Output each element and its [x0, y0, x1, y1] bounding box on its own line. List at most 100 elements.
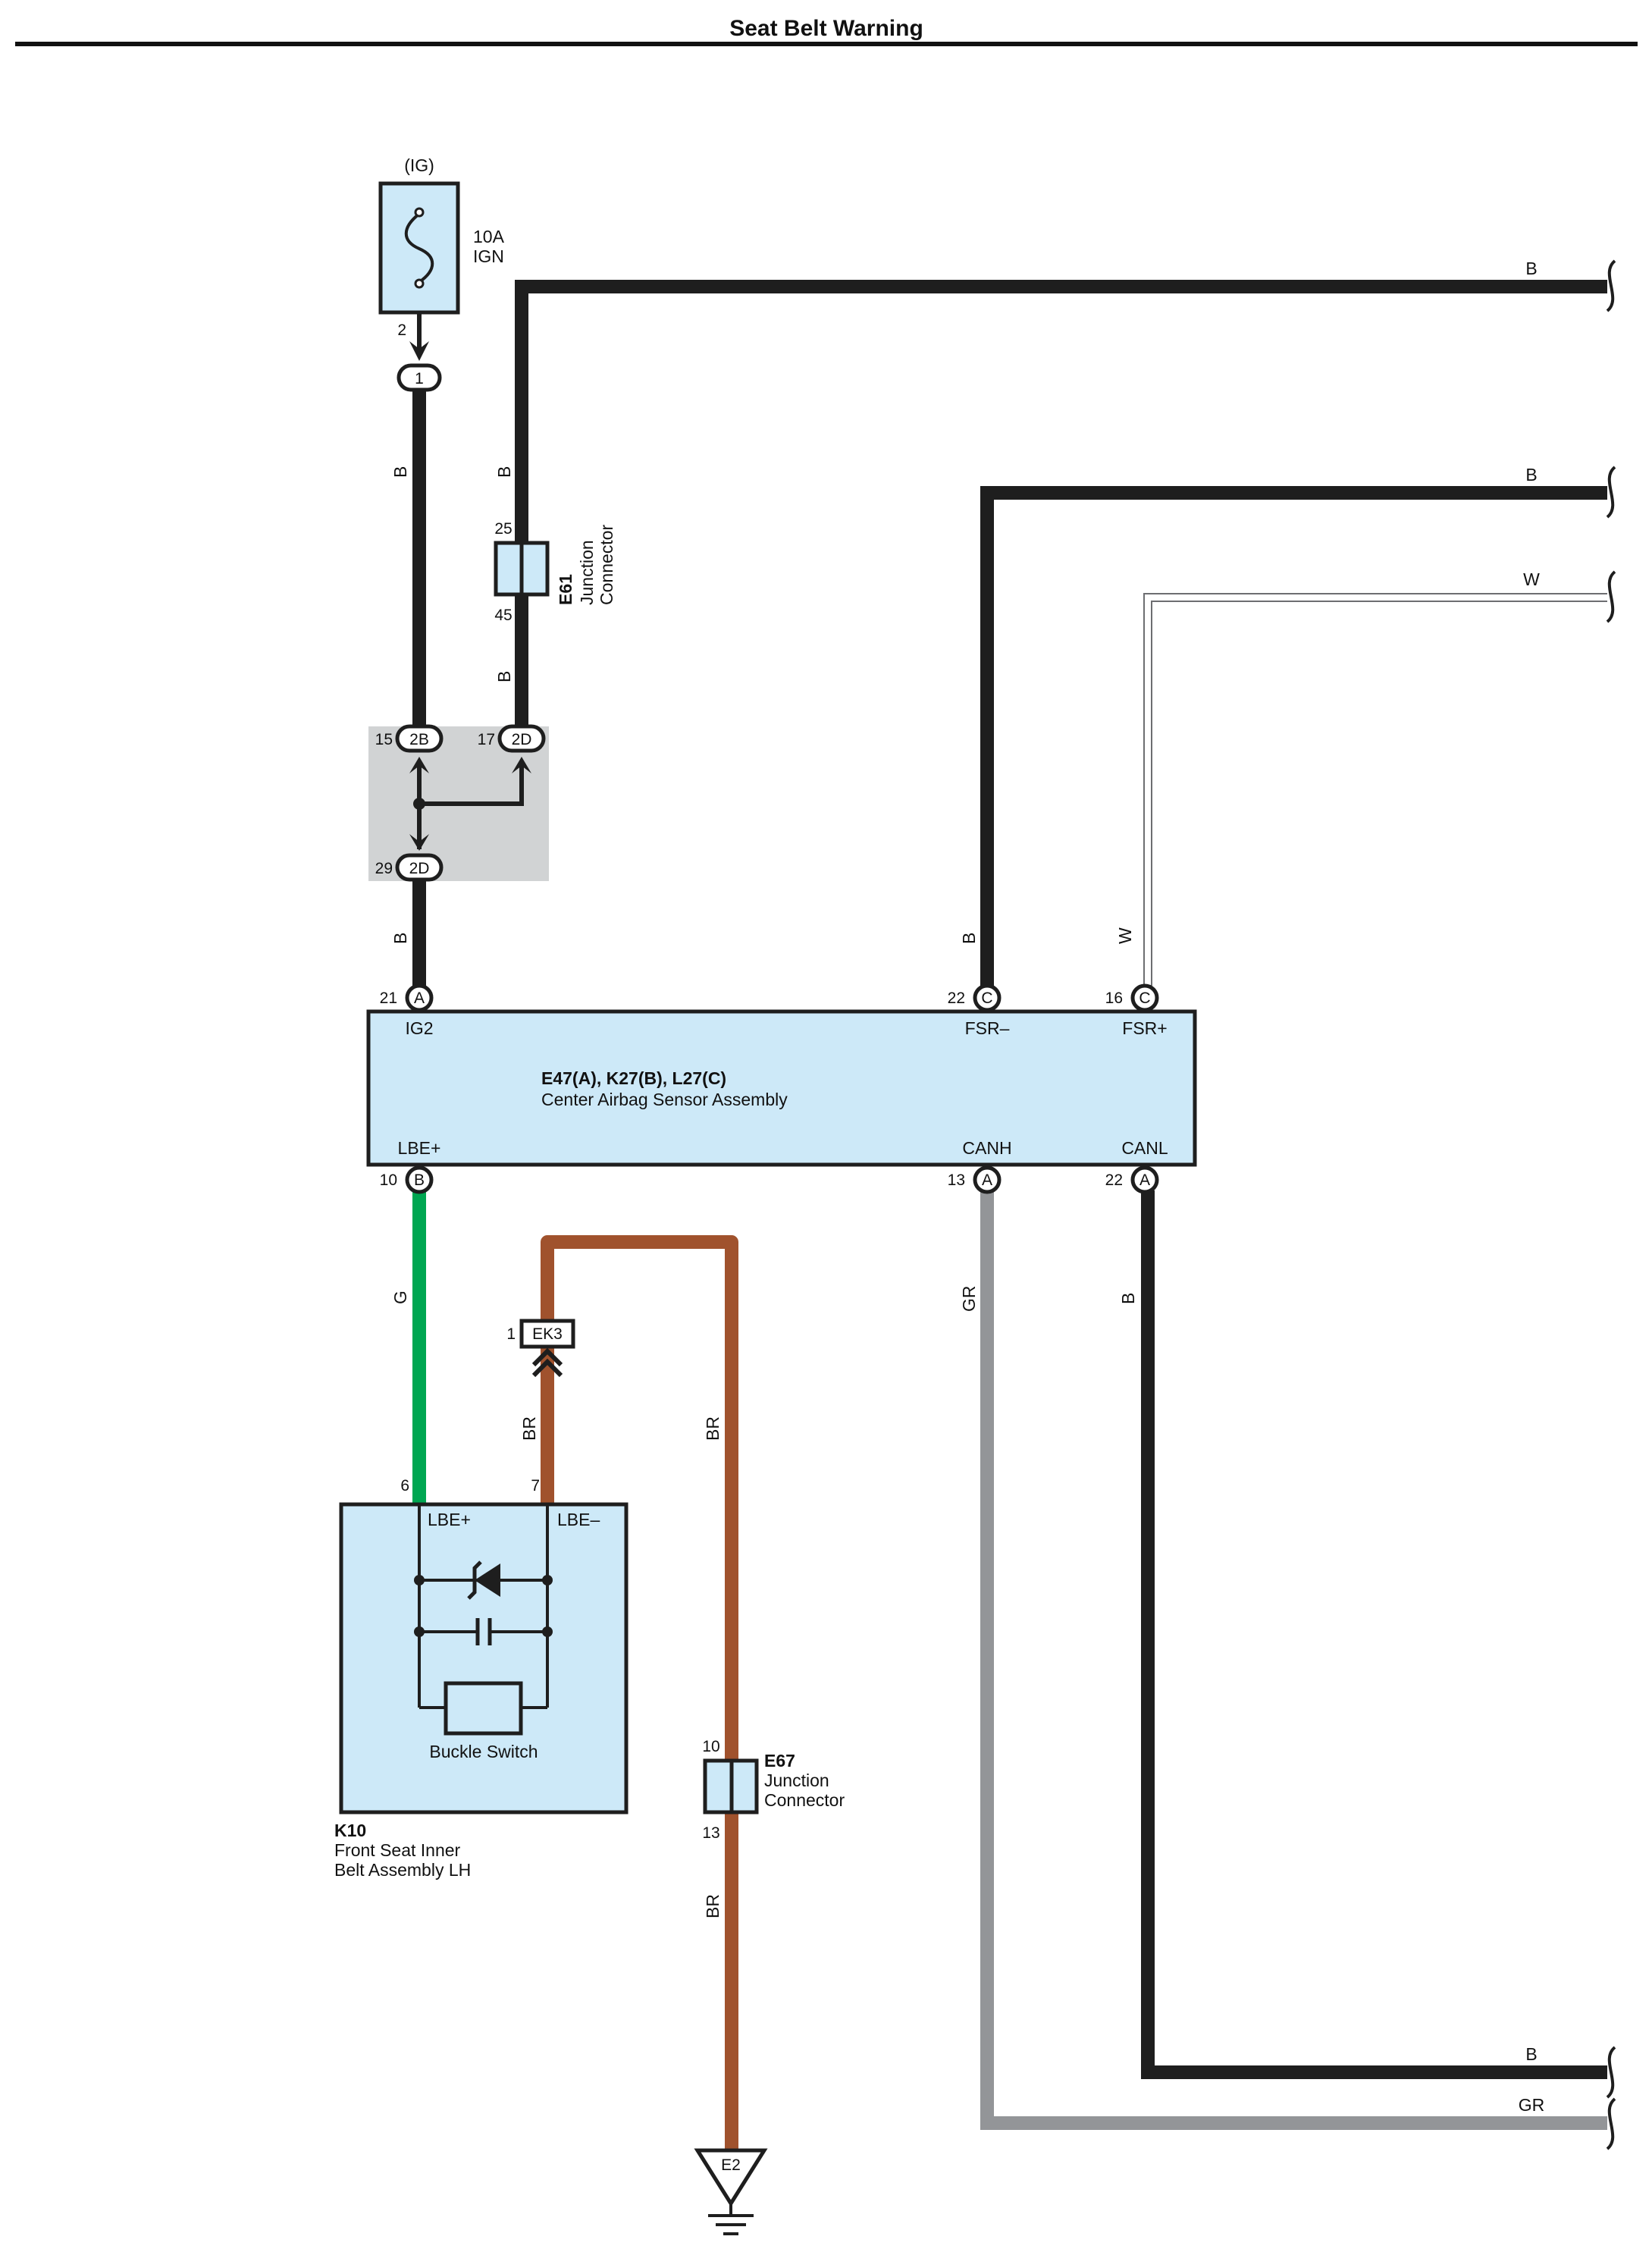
pin-canl-num: 22	[1105, 1171, 1123, 1189]
e61-pin-top: 25	[494, 520, 512, 538]
ek3-chevron-lower-icon	[531, 1358, 563, 1378]
e61-pin-bottom: 45	[494, 607, 512, 624]
break-mark-canl	[1606, 2046, 1616, 2099]
break-mark-fsr-minus	[1606, 466, 1616, 519]
splice-connector-2d-top	[497, 724, 546, 753]
splice-arrow-down-icon	[409, 834, 429, 851]
pin-canh-label: CANH	[962, 1138, 1011, 1158]
break-mark-fsr-plus	[1606, 570, 1616, 623]
splice-bus-right	[419, 766, 524, 806]
fuse-name: IGN	[473, 246, 504, 266]
zener-bar	[467, 1560, 482, 1600]
splice-arrow-right-up-icon	[512, 757, 531, 773]
e61-line2: Connector	[597, 525, 616, 605]
fuse-arrow-icon	[409, 341, 429, 361]
pin-fsr-plus-conn: C	[1139, 990, 1150, 1007]
wire-canl	[1141, 1190, 1607, 2079]
pin-ig2-num: 21	[380, 990, 397, 1007]
ek3-box	[519, 1319, 575, 1349]
pin-ig2-label: IG2	[405, 1018, 433, 1038]
pin-lbe-plus-circle	[405, 1165, 434, 1194]
junction-e61: 25 45 E61 Junction Connector	[494, 520, 616, 624]
wire-label-canl-b: B	[1118, 1293, 1138, 1304]
pin-canh-conn: A	[982, 1171, 992, 1189]
wire-fsr-minus	[980, 486, 1607, 986]
wire-label-fsr-plus-w: W	[1115, 927, 1135, 944]
buckle-switch-label: Buckle Switch	[429, 1742, 538, 1761]
airbag-name: Center Airbag Sensor Assembly	[541, 1090, 788, 1109]
airbag-ids: E47(A), K27(B), L27(C)	[541, 1068, 726, 1088]
wire-fsr-plus	[1143, 593, 1607, 986]
ek3-pin: 1	[506, 1325, 516, 1343]
e67-pin-top: 10	[702, 1738, 719, 1755]
fuse-supply-label: (IG)	[404, 155, 434, 175]
wire-label-canh-gr: GR	[959, 1286, 979, 1313]
e67-line2: Connector	[764, 1790, 845, 1810]
k10-term-right: LBE–	[557, 1510, 600, 1529]
wire-label-loop-br: BR	[703, 1416, 723, 1441]
pin-canl-conn: A	[1139, 1171, 1150, 1189]
fuse-connector	[397, 363, 442, 392]
pin-fsr-minus-num: 22	[948, 990, 965, 1007]
wire-canh	[980, 1190, 1607, 2130]
k10-pin-right: 7	[531, 1477, 540, 1495]
wire-label-ek3-br: BR	[519, 1416, 539, 1441]
e67-id: E67	[764, 1751, 795, 1771]
wire-label-canh-right-gr: GR	[1519, 2095, 1545, 2115]
ek3-chevron-upper-icon	[531, 1347, 563, 1367]
splice-block: 2B 15 2D 17 2D 29	[368, 724, 549, 882]
buckle-switch-icon	[444, 1681, 523, 1736]
wire-end-breaks	[1606, 259, 1616, 2150]
ground-id: E2	[721, 2156, 741, 2174]
pin-canl: A 22 CANL	[1105, 1138, 1168, 1194]
ground-triangle-icon	[694, 2148, 768, 2207]
pin-fsr-minus: C 22 FSR–	[948, 983, 1010, 1038]
pin-canh-num: 13	[948, 1171, 965, 1189]
pin-fsr-plus-label: FSR+	[1122, 1018, 1167, 1038]
pin-canh: A 13 CANH	[948, 1138, 1012, 1194]
splice-arrow-left-up-icon	[409, 757, 429, 773]
wire-color-labels: B B B B B W G BR BR BR GR B B B W B GR	[390, 259, 1544, 2115]
e61-line1: Junction	[577, 540, 597, 605]
wire-label-e61-bottom-b: B	[494, 671, 514, 682]
ground-e2: E2	[694, 2148, 768, 2235]
fuse-connector-label: 1	[415, 370, 424, 387]
splice-connector-2b	[395, 724, 444, 753]
pin-fsr-minus-circle	[973, 983, 1002, 1012]
pin-fsr-plus-num: 16	[1105, 990, 1123, 1007]
wire-label-fsr-minus-right-b: B	[1525, 465, 1537, 485]
pin-lbe-plus-label: LBE+	[398, 1138, 441, 1158]
wire-label-ig2-b: B	[390, 933, 410, 944]
splice-connector-2d-bottom	[395, 853, 444, 882]
pin-fsr-minus-label: FSR–	[965, 1018, 1010, 1038]
wire-top-b	[515, 280, 1607, 728]
fuse-terminal-bottom	[414, 278, 425, 289]
fuse-element-icon	[404, 212, 434, 284]
pin-fsr-plus-circle	[1130, 983, 1159, 1012]
e67-pin-bottom: 13	[702, 1824, 719, 1842]
fuse-terminal-top	[414, 207, 425, 218]
k10-pin-left: 6	[400, 1477, 409, 1495]
pin-lbe-plus-num: 10	[380, 1171, 397, 1189]
splice-conn-2d-top-label: 2D	[512, 731, 532, 748]
wire-label-fuse-b: B	[390, 466, 410, 478]
wire-br-loop	[541, 1235, 738, 2153]
pin-lbe-plus: B 10 LBE+	[380, 1138, 441, 1194]
fuse-pin: 2	[397, 321, 406, 339]
e67-line1: Junction	[764, 1771, 829, 1790]
connector-ek3: EK3 1	[506, 1319, 575, 1378]
pin-ig2: A 21 IG2	[380, 983, 434, 1038]
pin-ig2-circle	[405, 983, 434, 1012]
wire-fsr-plus-core	[1145, 594, 1607, 986]
splice-conn-2b-label: 2B	[409, 731, 429, 748]
splice-pin-15: 15	[375, 731, 393, 748]
pin-lbe-plus-conn: B	[414, 1171, 425, 1189]
ek3-id: EK3	[532, 1325, 563, 1343]
splice-conn-2d-bottom-label: 2D	[409, 860, 430, 877]
k10-id: K10	[334, 1821, 366, 1840]
splice-pin-29: 29	[375, 860, 393, 877]
pin-fsr-plus: C 16 FSR+	[1105, 983, 1168, 1038]
e61-id: E61	[556, 574, 575, 605]
wire-label-lbe-g: G	[390, 1291, 410, 1304]
